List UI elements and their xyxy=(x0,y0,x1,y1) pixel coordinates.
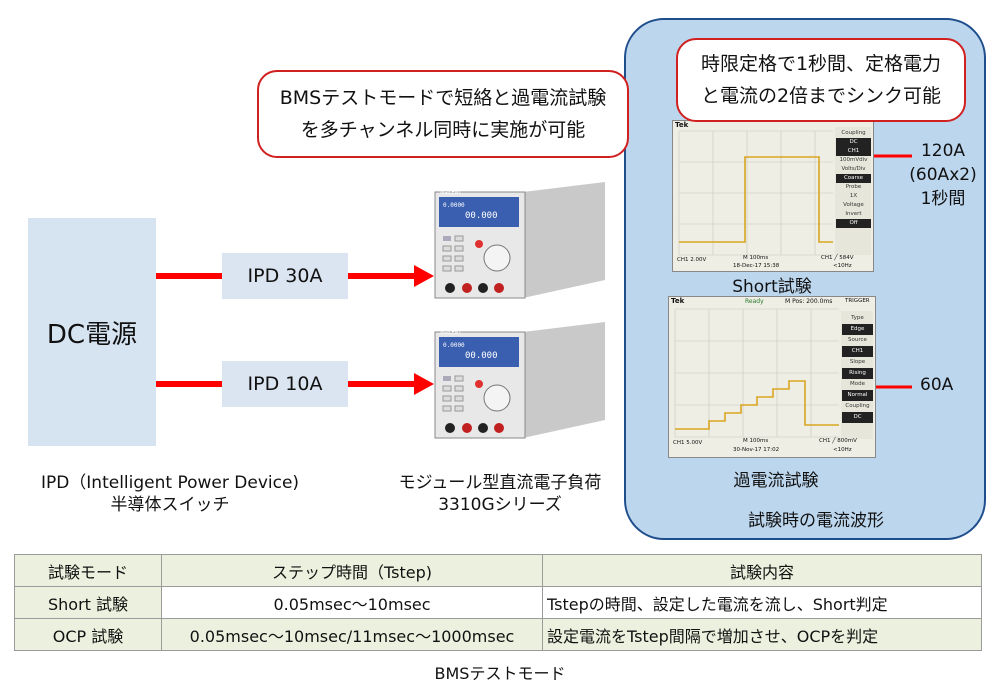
ocp-test-label: 過電流試験 xyxy=(733,471,819,491)
load-caption-line2: 3310Gシリーズ xyxy=(438,495,562,515)
load-knob-2 xyxy=(483,384,511,412)
menu-item: Normal xyxy=(842,390,873,401)
scope-ocp-screenshot: Tek Ready M Pos: 200.0ms TRIGGER Type Ed… xyxy=(668,296,876,458)
electronic-load-image: 0.0000 00.000 0.0000 00.000 xyxy=(434,182,605,439)
scope-short-brand: Tek xyxy=(675,121,689,129)
arrow-ipd10 xyxy=(156,373,434,395)
menu-item: CH1 xyxy=(842,346,873,357)
menu-item: Mode xyxy=(850,381,865,387)
svg-text:00.000: 00.000 xyxy=(465,211,498,221)
scope-short-timebase: M 100ms xyxy=(743,255,769,261)
table-row: OCP 試験 0.05msec～10msec/11msec～1000msec 設… xyxy=(14,618,982,651)
load-display-1 xyxy=(439,197,519,227)
load-caption-line1: モジュール型直流電子負荷 xyxy=(398,473,602,493)
svg-text:0.0000: 0.0000 xyxy=(443,342,465,349)
short-current-annotation: 120A (60Ax2) 1秒間 xyxy=(906,139,980,211)
menu-item: 1X xyxy=(849,193,858,199)
dc-power-source: DC電源 xyxy=(28,218,156,446)
menu-item: Edge xyxy=(842,324,873,335)
short-annotation-line1: 120A xyxy=(920,141,966,161)
scope-ocp-mpos: M Pos: 200.0ms xyxy=(785,298,833,305)
scope-ocp-ch1: CH1 5.00V xyxy=(673,440,703,446)
table-cell: 設定電流をTstep間隔で増加させ、OCPを判定 xyxy=(542,618,982,651)
scope-ocp-menu: Type Edge Source CH1 Slope Rising Mode N… xyxy=(842,313,873,423)
table-caption: BMSテストモード xyxy=(434,664,566,683)
load-knob-1 xyxy=(483,244,511,272)
callout-right-line2: と電流の2倍までシンク可能 xyxy=(700,85,942,107)
menu-item: DC xyxy=(842,412,873,423)
menu-item: Source xyxy=(848,337,867,343)
table-header: ステップ時間（Tstep) xyxy=(161,554,543,587)
table-row: Short 試験 0.05msec～10msec Tstepの時間、設定した電流… xyxy=(14,586,982,619)
ipd-box-10a: IPD 10A xyxy=(222,361,348,407)
svg-text:00.000: 00.000 xyxy=(465,351,498,361)
callout-time-rating: 時限定格で1秒間、定格電力 と電流の2倍までシンク可能 xyxy=(676,38,966,122)
table-header-row: 試験モード ステップ時間（Tstep) 試験内容 xyxy=(14,554,982,587)
scope-ocp-timebase: M 100ms xyxy=(743,438,769,444)
ipd-box-30a: IPD 30A xyxy=(222,253,348,299)
table-cell: OCP 試験 xyxy=(14,618,162,651)
scope-short-freq: <10Hz xyxy=(833,263,852,269)
short-annotation-line3: 1秒間 xyxy=(920,189,966,209)
arrow-ipd30 xyxy=(156,265,434,287)
load-unit-1: 0.0000 00.000 xyxy=(434,182,605,299)
ipd-10a-label: IPD 10A xyxy=(247,373,323,395)
ocp-current-annotation: 60A xyxy=(920,375,954,395)
short-test-label: Short試験 xyxy=(732,277,812,297)
scope-short-ch1: CH1 2.00V xyxy=(677,257,707,263)
scope-ocp-trigger: CH1 ╱ 800mV xyxy=(819,438,857,444)
load-display-2 xyxy=(439,337,519,367)
scope-ocp-brand: Tek xyxy=(671,297,685,305)
load-brand-1: AGILENT xyxy=(440,190,462,196)
table-header: 試験内容 xyxy=(542,554,982,587)
scope-ocp-date: 30-Nov-17 17:02 xyxy=(733,447,780,453)
scope-short-screenshot: Tek Coupling DC CH1 100mVdiv Volts/Div C… xyxy=(672,120,874,272)
table-cell: 0.05msec～10msec xyxy=(161,586,543,619)
scope-short-menu: Coupling DC CH1 100mVdiv Volts/Div Coars… xyxy=(836,129,871,228)
callout-left-line2: を多チャンネル同時に実施が可能 xyxy=(300,119,586,141)
menu-item: Voltage xyxy=(843,202,864,208)
panel-caption: 試験時の電流波形 xyxy=(748,511,884,531)
scope-short-trigger: CH1 ╱ 584V xyxy=(821,255,854,261)
table-cell: 0.05msec～10msec/11msec～1000msec xyxy=(161,618,543,651)
menu-item: Rising xyxy=(842,368,873,379)
menu-item: 100mVdiv xyxy=(839,157,868,163)
callout-right-line1: 時限定格で1秒間、定格電力 xyxy=(700,53,942,75)
svg-text:0.0000: 0.0000 xyxy=(443,202,465,209)
menu-item: Probe xyxy=(845,184,862,190)
callout-left-line1: BMSテストモードで短絡と過電流試験 xyxy=(279,87,607,109)
load-caption: モジュール型直流電子負荷 3310Gシリーズ xyxy=(360,472,640,516)
menu-item: Coarse xyxy=(836,174,871,183)
table-header: 試験モード xyxy=(14,554,162,587)
ipd-caption: IPD（Intelligent Power Device) 半導体スイッチ xyxy=(20,472,320,516)
table-cell: Short 試験 xyxy=(14,586,162,619)
ipd-30a-label: IPD 30A xyxy=(247,265,323,287)
scope-short-date: 18-Dec-17 15:38 xyxy=(733,263,780,269)
load-unit-2: 0.0000 00.000 xyxy=(434,322,605,439)
bms-test-mode-table: 試験モード ステップ時間（Tstep) 試験内容 Short 試験 0.05ms… xyxy=(14,554,982,651)
callout-bms-test: BMSテストモードで短絡と過電流試験 を多チャンネル同時に実施が可能 xyxy=(257,70,629,158)
scope-ocp-status: Ready xyxy=(745,298,764,305)
menu-item: CH1 xyxy=(836,147,871,156)
menu-item: Volts/Div xyxy=(841,166,866,172)
menu-item: Slope xyxy=(849,359,866,365)
scope-ocp-trigger-title: TRIGGER xyxy=(845,298,870,304)
dc-source-label: DC電源 xyxy=(46,319,138,350)
short-annotation-line2: (60Ax2) xyxy=(909,165,977,185)
table-cell: Tstepの時間、設定した電流を流し、Short判定 xyxy=(542,586,982,619)
ipd-caption-line2: 半導体スイッチ xyxy=(110,495,230,515)
menu-item: Coupling xyxy=(841,130,866,136)
load-brand-2: AGILENT xyxy=(440,330,462,336)
menu-item: DC xyxy=(836,138,871,147)
menu-item: Off xyxy=(836,219,871,228)
scope-ocp-freq: <10Hz xyxy=(833,447,852,453)
menu-item: Type xyxy=(851,315,864,321)
menu-item: Coupling xyxy=(845,403,870,409)
menu-item: Invert xyxy=(845,211,862,217)
ipd-caption-line1: IPD（Intelligent Power Device) xyxy=(40,473,300,493)
